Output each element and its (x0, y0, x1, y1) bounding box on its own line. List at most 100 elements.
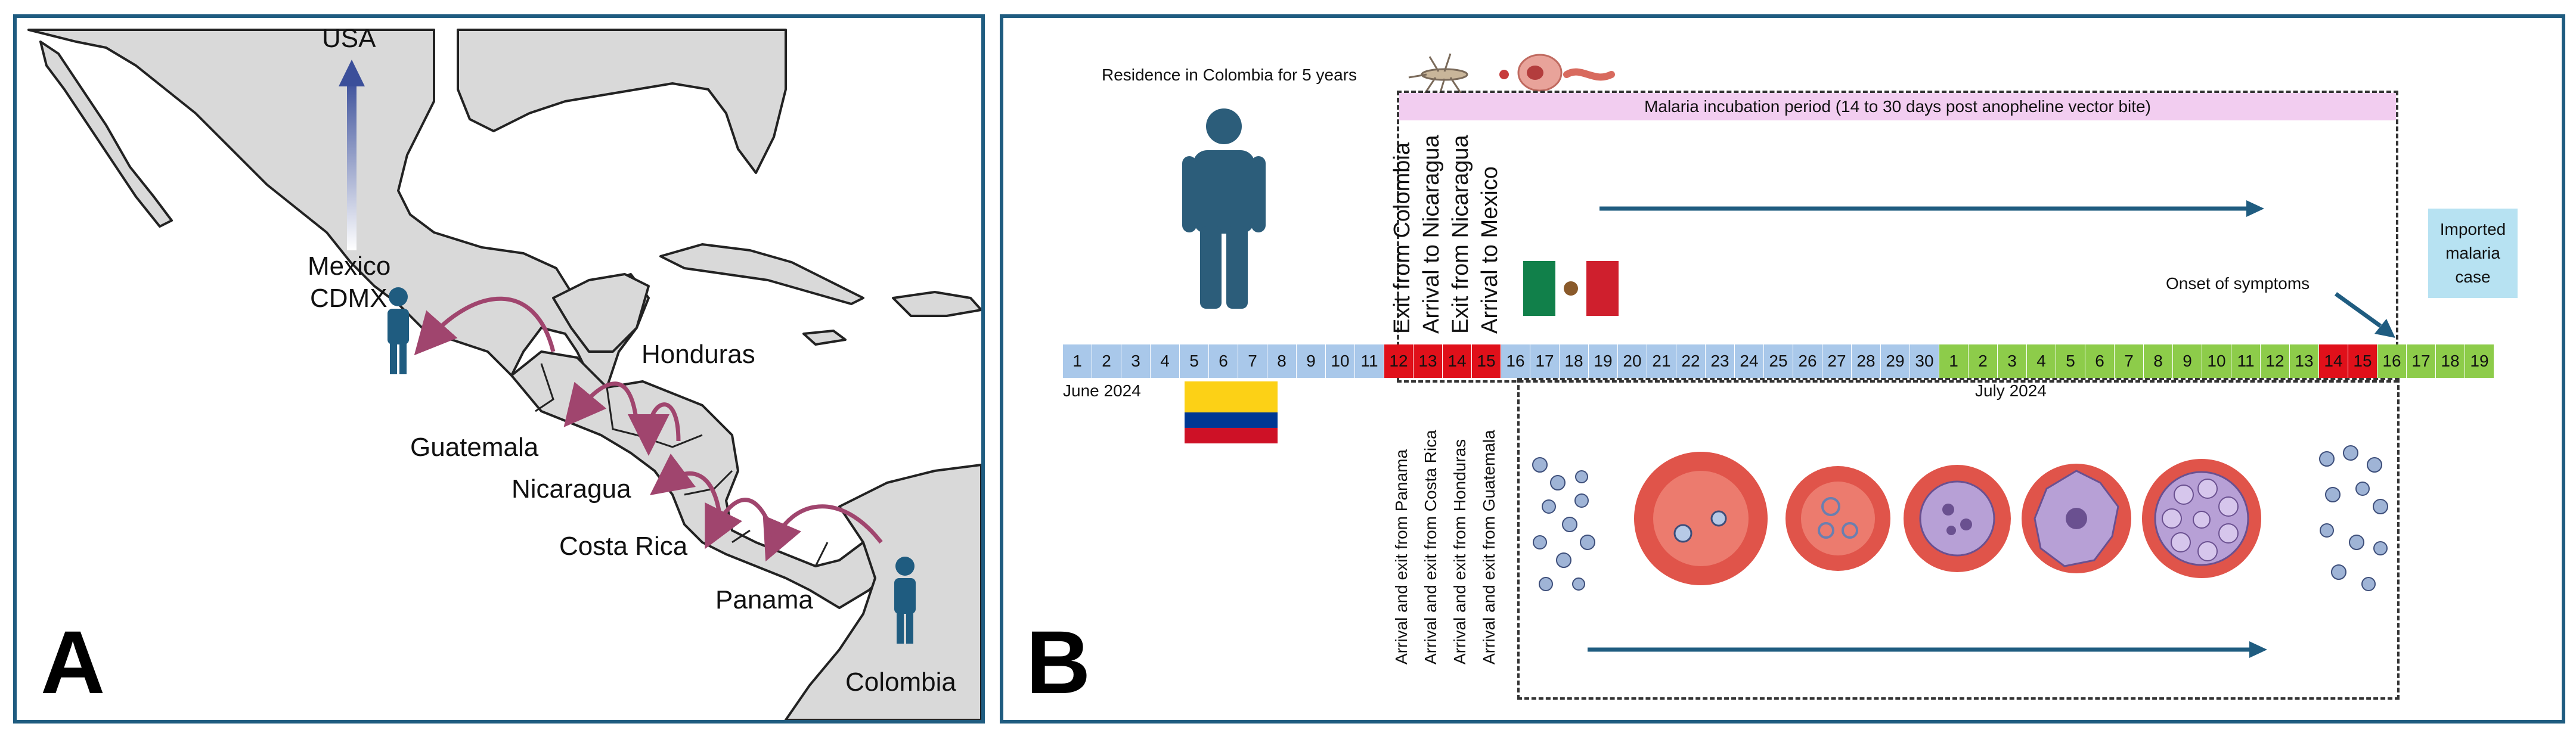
person-icon-cdmx (388, 287, 409, 374)
incubation-arrow (1599, 200, 2264, 217)
june-day-29: 29 (1881, 344, 1910, 378)
central-america-map (27, 29, 981, 720)
july-day-13: 13 (2290, 344, 2319, 378)
label-colombia: Colombia (845, 667, 956, 697)
label-honduras: Honduras (641, 340, 755, 369)
july-day-9: 9 (2173, 344, 2202, 378)
june-day-10: 10 (1326, 344, 1355, 378)
july-day-15: 15 (2348, 344, 2377, 378)
event-honduras: Arrival and exit from Honduras (1450, 439, 1469, 665)
label-costa-rica: Costa Rica (559, 532, 688, 561)
person-icon-colombia (894, 557, 916, 644)
rbc-schizont-icon (2022, 464, 2131, 573)
onset-arrow (2334, 292, 2395, 338)
event-arrival-nicaragua: Arrival to Nicaragua (1419, 135, 1444, 334)
imported-line-2: malaria (2445, 244, 2500, 262)
event-exit-nicaragua: Exit from Nicaragua (1448, 135, 1473, 334)
june-day-25: 25 (1764, 344, 1793, 378)
blood-stage-box (1517, 378, 2400, 700)
july-day-4: 4 (2027, 344, 2056, 378)
july-day-18: 18 (2436, 344, 2465, 378)
june-day-2: 2 (1092, 344, 1121, 378)
event-exit-colombia: Exit from Colombia (1390, 142, 1415, 334)
july-day-14: 14 (2319, 344, 2348, 378)
june-day-26: 26 (1793, 344, 1822, 378)
june-day-24: 24 (1735, 344, 1764, 378)
label-nicaragua: Nicaragua (512, 474, 631, 504)
july-day-16: 16 (2377, 344, 2407, 378)
july-day-10: 10 (2202, 344, 2231, 378)
june-day-4: 4 (1151, 344, 1180, 378)
usa-arrow-head (339, 60, 365, 86)
colombia-flag-icon (1185, 381, 1278, 443)
june-day-21: 21 (1647, 344, 1676, 378)
july-day-8: 8 (2144, 344, 2173, 378)
yucatan-land (552, 273, 650, 353)
mosquito-parasite-icons (1408, 53, 1615, 99)
june-day-22: 22 (1676, 344, 1706, 378)
june-day-18: 18 (1560, 344, 1589, 378)
event-guatemala: Arrival and exit from Guatemala (1480, 430, 1498, 665)
june-day-6: 6 (1209, 344, 1238, 378)
usa-land (457, 29, 787, 174)
merozoites-right-icon (2319, 445, 2388, 591)
sporozoite-icon (1563, 68, 1615, 81)
label-guatemala: Guatemala (410, 433, 539, 462)
june-day-1: 1 (1063, 344, 1092, 378)
july-day-17: 17 (2407, 344, 2436, 378)
panel-letter-b: B (1026, 612, 1091, 712)
imported-case-box: Imported malaria case (2428, 209, 2518, 298)
june-day-17: 17 (1530, 344, 1560, 378)
june-day-3: 3 (1121, 344, 1151, 378)
june-day-11: 11 (1355, 344, 1384, 378)
cuba-land (659, 243, 864, 305)
panel-b-timeline: Residence in Colombia for 5 years Malari… (1000, 14, 2565, 724)
label-mexico: Mexico (308, 251, 391, 281)
parasite-lifecycle-illustration (1532, 445, 2388, 591)
merozoites-left-icon (1532, 457, 1595, 591)
residence-text: Residence in Colombia for 5 years (1102, 66, 1357, 84)
imported-line-3: case (2455, 268, 2491, 286)
event-costa-rica: Arrival and exit from Costa Rica (1421, 430, 1440, 665)
panel-letter-a: A (41, 612, 106, 712)
jamaica-land (802, 330, 847, 346)
label-cdmx: CDMX (310, 284, 388, 313)
rbc-mature-schizont-icon (2142, 459, 2261, 578)
june-day-7: 7 (1238, 344, 1267, 378)
hispaniola-land (892, 291, 981, 317)
incubation-banner: Malaria incubation period (14 to 30 days… (1399, 93, 2396, 120)
panel-a-map: USA Mexico CDMX Honduras Guatemala Nicar… (13, 14, 985, 724)
july-day-1: 1 (1939, 344, 1969, 378)
rbc-trophozoite-icon (1785, 466, 1890, 571)
south-america-land (785, 464, 981, 720)
label-usa: USA (322, 24, 376, 53)
july-day-19: 19 (2465, 344, 2494, 378)
event-panama: Arrival and exit from Panama (1392, 449, 1411, 665)
july-day-2: 2 (1969, 344, 1998, 378)
june-day-15: 15 (1472, 344, 1501, 378)
imported-line-1: Imported (2439, 220, 2506, 238)
usa-arrow-shaft (347, 77, 357, 250)
july-day-12: 12 (2261, 344, 2290, 378)
june-day-19: 19 (1589, 344, 1618, 378)
blood-drop-icon (1499, 70, 1509, 79)
rbc-ring-stage-icon (1634, 452, 1768, 585)
june-day-13: 13 (1413, 344, 1443, 378)
june-label: June 2024 (1063, 381, 1141, 400)
june-day-5: 5 (1180, 344, 1209, 378)
june-day-9: 9 (1297, 344, 1326, 378)
june-day-8: 8 (1267, 344, 1297, 378)
june-day-30: 30 (1910, 344, 1939, 378)
person-icon (1182, 108, 1266, 309)
travel-arcs (414, 296, 883, 562)
june-day-23: 23 (1706, 344, 1735, 378)
july-day-5: 5 (2056, 344, 2085, 378)
july-day-3: 3 (1998, 344, 2027, 378)
label-panama: Panama (715, 585, 813, 614)
baja-land (39, 41, 173, 228)
july-day-6: 6 (2085, 344, 2115, 378)
june-day-20: 20 (1618, 344, 1647, 378)
july-day-7: 7 (2115, 344, 2144, 378)
blood-stage-arrow (1588, 641, 2267, 658)
july-day-11: 11 (2231, 344, 2261, 378)
